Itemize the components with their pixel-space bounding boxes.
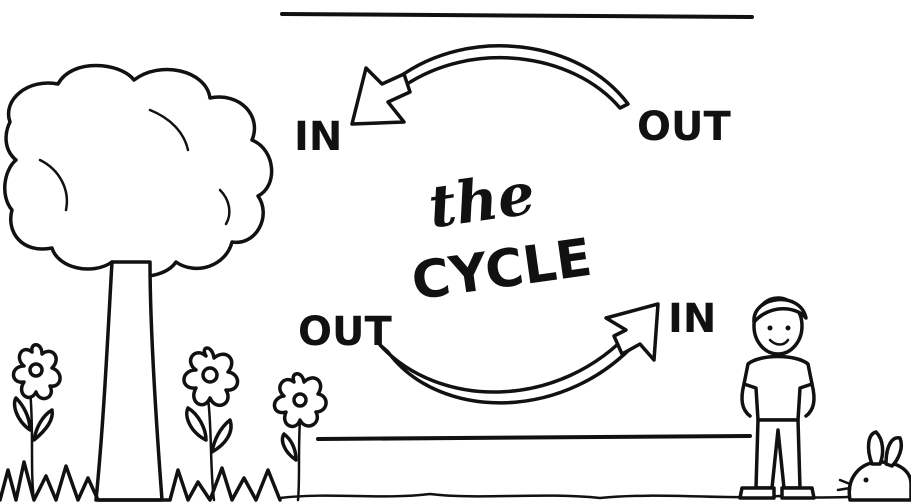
top-out-label: OUT: [637, 104, 731, 150]
top-cycle-arrow: [352, 46, 628, 124]
top-in-label: IN: [294, 114, 342, 160]
rabbit-illustration: [838, 432, 911, 500]
bottom-in-label: IN: [668, 296, 716, 342]
bottom-cycle-arrow: [380, 304, 658, 403]
flower-right: [274, 374, 326, 500]
title-the: the: [425, 159, 539, 241]
tree-illustration: [5, 66, 272, 501]
bottom-out-label: OUT: [298, 309, 392, 355]
flower-middle: [184, 348, 238, 500]
ground-line: [280, 494, 911, 498]
child-figure: [740, 298, 814, 498]
bottom-blank-line: [318, 436, 750, 439]
top-blank-line: [282, 14, 752, 17]
